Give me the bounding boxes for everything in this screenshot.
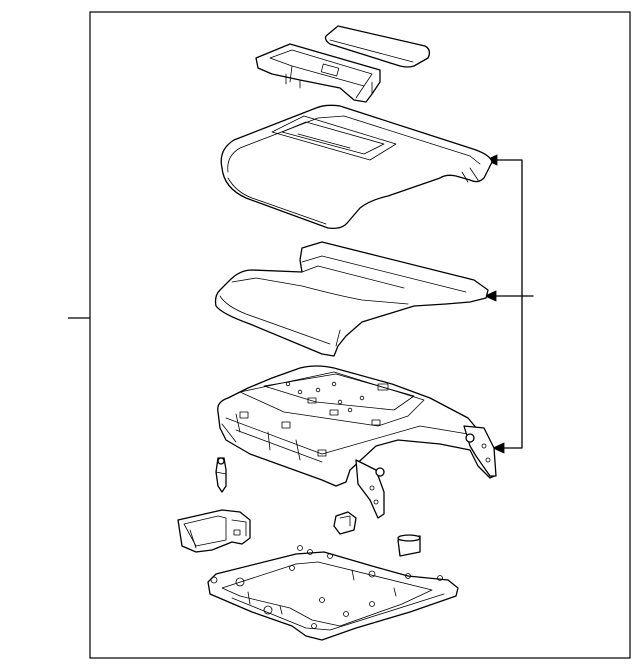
callout-bracket xyxy=(484,154,534,454)
arrow-to-trim xyxy=(484,290,497,302)
bumper-stop xyxy=(397,534,421,557)
hinge-bracket xyxy=(463,425,497,477)
armrest-cover-trim xyxy=(214,241,489,357)
armrest-upper-frame xyxy=(255,43,381,103)
latch-handle-assembly xyxy=(177,509,251,553)
diagram-frame xyxy=(89,11,631,659)
arrow-to-hinge xyxy=(492,442,505,454)
armrest-base-housing xyxy=(217,365,497,519)
small-clip xyxy=(333,511,357,535)
bottom-tray-plate xyxy=(207,545,459,641)
armrest-cover xyxy=(220,104,493,230)
armrest-top-pad xyxy=(324,25,431,68)
latch-pin xyxy=(215,457,227,493)
